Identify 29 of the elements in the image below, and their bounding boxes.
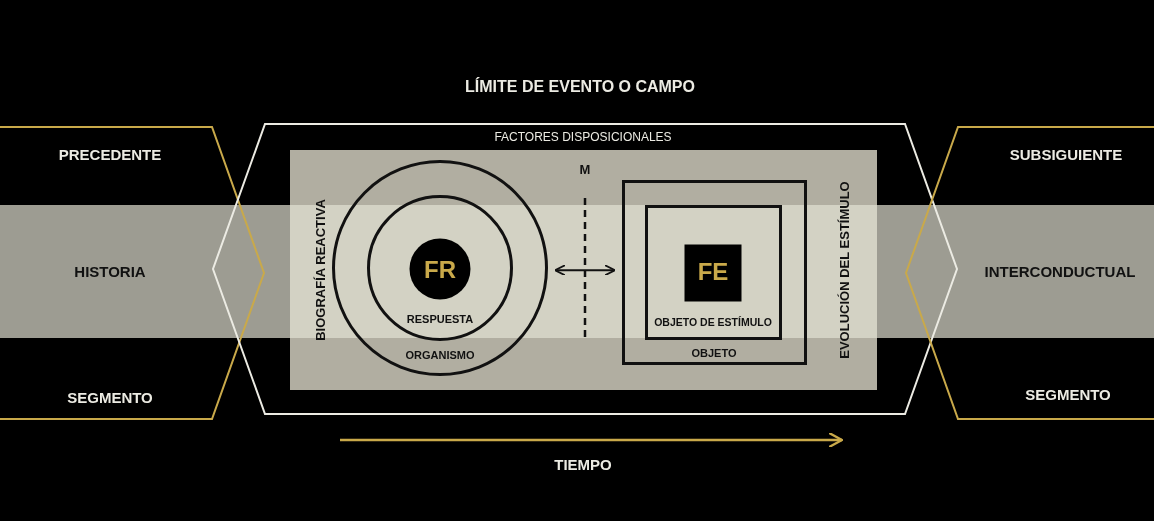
inner-square (645, 205, 782, 340)
outer-circle (332, 160, 548, 376)
field-hexagon (212, 123, 958, 415)
node-label: FE (697, 258, 729, 286)
axis-label: TIEMPO (554, 456, 612, 474)
inner-circle (367, 195, 513, 341)
node-label: PRECEDENTE (58, 146, 162, 164)
node-label: SEGMENTO (67, 389, 153, 407)
node-label: SUBSIGUIENTE (1009, 146, 1123, 164)
node-label: RESPUESTA (406, 312, 474, 326)
node-label: ORGANISMO (405, 348, 475, 362)
outer-square (622, 180, 807, 365)
segment-shape (905, 126, 1154, 420)
response-circle (408, 237, 472, 301)
double-arrow (554, 264, 616, 277)
node-label: M (579, 162, 591, 178)
node-label: OBJETO (691, 346, 737, 360)
segment-shape (0, 126, 265, 420)
node-label: HISTORIA (74, 263, 146, 281)
node-label: FACTORES DISPOSICIONALES (494, 131, 672, 145)
node-label: SEGMENTO (1025, 386, 1111, 404)
stimulus-square (683, 243, 743, 303)
title: LÍMITE DE EVENTO O CAMPO (465, 78, 695, 96)
node-label: OBJETO DE ESTÍMULO (654, 317, 772, 329)
node-label: BIOGRAFÍA REACTIVA (313, 199, 329, 341)
field-panel (290, 150, 877, 390)
node-label: FR (424, 256, 456, 284)
node-label: INTERCONDUCTUAL (984, 263, 1136, 281)
node-label: EVOLUCIÓN DEL ESTÍMULO (837, 181, 853, 359)
